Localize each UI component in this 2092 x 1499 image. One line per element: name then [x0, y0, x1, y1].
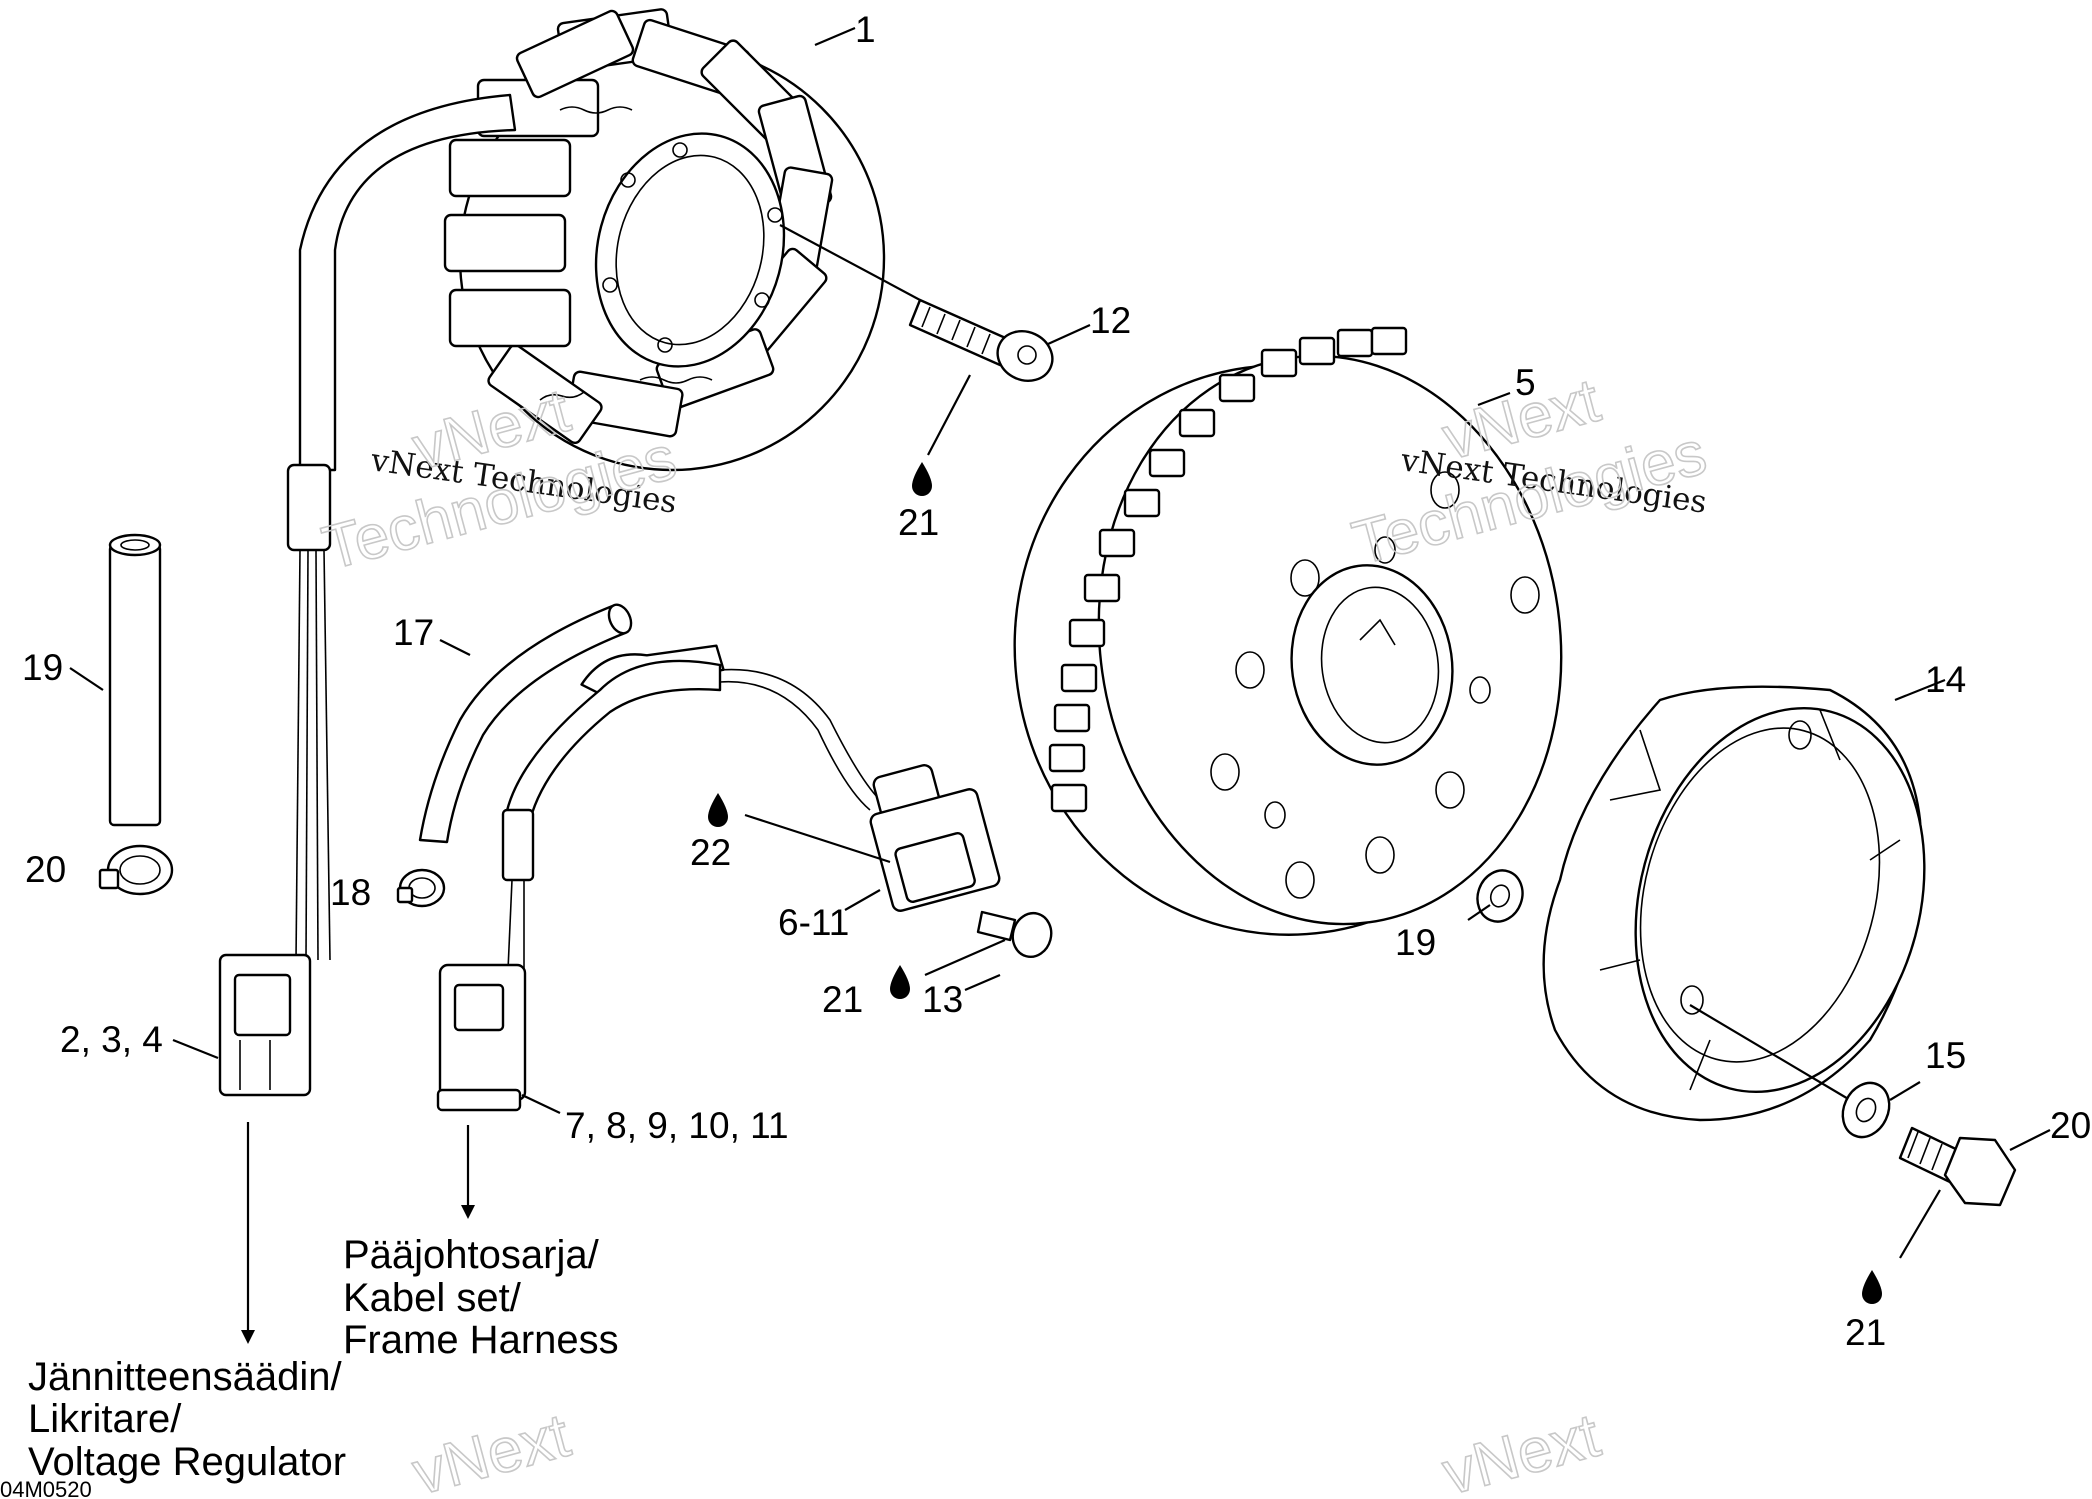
clamp-20 [98, 844, 174, 896]
callout-21-bottom: 21 [1845, 1312, 1886, 1353]
callout-21-top: 21 [898, 502, 939, 543]
drawing-code: 04M0520 [0, 1477, 92, 1499]
stator-wire [218, 93, 517, 1097]
callout-5: 5 [1515, 362, 1536, 403]
starter-ring [1542, 685, 1926, 1122]
callout-14: 14 [1925, 659, 1966, 700]
oil-drop-icon [1862, 1270, 1882, 1304]
regulator-caption-line: Likritare/ [28, 1397, 182, 1441]
washer-19 [1476, 869, 1524, 923]
regulator-caption: Jännitteensäädin/ Likritare/ Voltage Reg… [28, 1355, 346, 1484]
callout-21-mid: 21 [822, 979, 863, 1020]
oil-drop-icon [890, 965, 910, 999]
callout-7-11: 7, 8, 9, 10, 11 [565, 1105, 789, 1146]
oil-drop-icon [912, 462, 932, 496]
watermark-big: vNext [1436, 1401, 1607, 1499]
callout-22: 22 [690, 832, 731, 873]
arrow-down-icon [241, 1122, 255, 1344]
watermark-big: vNext [406, 1401, 577, 1499]
harness-wire [436, 659, 722, 1112]
callout-2-3-4: 2, 3, 4 [60, 1019, 163, 1060]
sleeve-19 [108, 533, 162, 827]
flywheel [1013, 326, 1563, 936]
leader-lines [69, 26, 2051, 1259]
callout-15: 15 [1925, 1035, 1966, 1076]
ring-bolt [1898, 1126, 2017, 1207]
callout-20-bolt: 20 [2050, 1105, 2091, 1146]
regulator-caption-line: Jännitteensäädin/ [28, 1355, 342, 1399]
stator [443, 8, 886, 472]
callout-13: 13 [922, 979, 963, 1020]
callout-18: 18 [330, 872, 371, 913]
callout-6-11: 6-11 [778, 902, 849, 943]
regulator-caption-line: Voltage Regulator [28, 1440, 346, 1484]
callout-19-sleeve: 19 [22, 647, 63, 688]
stator-bolt [779, 224, 1054, 382]
harness-caption-line: Kabel set/ [343, 1276, 522, 1320]
callout-17: 17 [393, 612, 434, 653]
harness-caption: Pääjohtosarja/ Kabel set/ Frame Harness [343, 1233, 619, 1362]
callout-19-washer: 19 [1395, 922, 1436, 963]
callout-1: 1 [855, 9, 876, 50]
harness-caption-line: Frame Harness [343, 1318, 619, 1362]
callout-20-clamp: 20 [25, 849, 66, 890]
harness-caption-line: Pääjohtosarja/ [343, 1233, 600, 1277]
arrow-down-icon [461, 1125, 475, 1219]
clamp-18 [396, 868, 446, 908]
hose-17 [418, 603, 633, 844]
callout-12: 12 [1090, 300, 1131, 341]
washer-15 [1689, 1004, 1891, 1139]
oil-drop-icon [708, 793, 728, 827]
